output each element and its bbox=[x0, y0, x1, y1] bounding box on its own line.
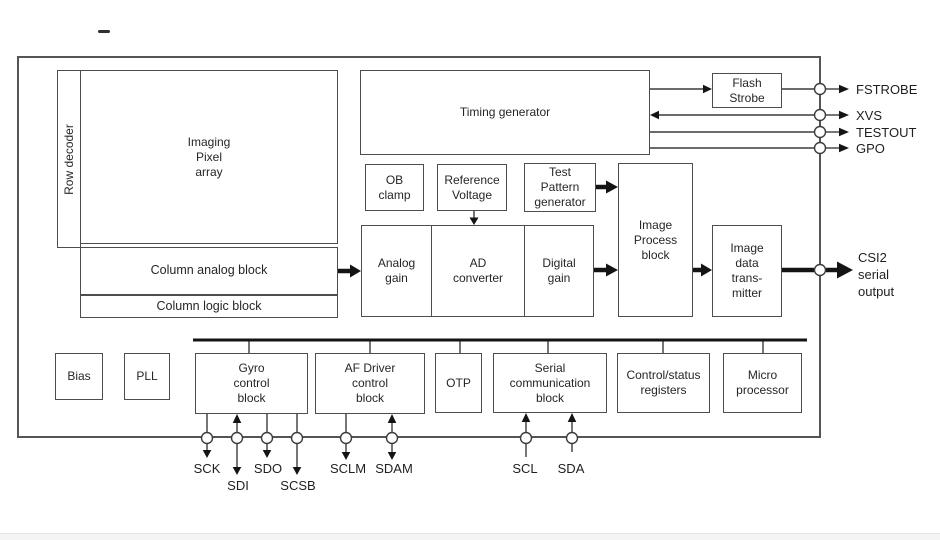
micro-processor-block: Micro processor bbox=[723, 353, 802, 413]
arrowhead-scsb-down bbox=[292, 467, 302, 475]
csi2-output-label: CSI2 serial output bbox=[858, 250, 895, 299]
image-data-transmitter-block: Image data trans- mitter bbox=[712, 225, 782, 317]
otp-block: OTP bbox=[435, 353, 482, 413]
arrowhead-csi2 bbox=[837, 261, 853, 279]
gpo-label: GPO bbox=[856, 141, 885, 156]
flash-strobe-block: Flash Strobe bbox=[712, 73, 782, 108]
sclm-label: SCLM bbox=[329, 461, 367, 476]
fstrobe-label: FSTROBE bbox=[856, 82, 918, 97]
arrowhead-sdi-down bbox=[232, 467, 242, 475]
image-process-block: Image Process block bbox=[618, 163, 693, 317]
scl-label: SCL bbox=[512, 461, 538, 476]
reference-voltage-block: Reference Voltage bbox=[437, 164, 507, 211]
analog-gain-block: Analog gain bbox=[361, 225, 432, 317]
chip-boundary-box bbox=[17, 56, 821, 438]
page-bottom-strip bbox=[0, 533, 940, 540]
ob-clamp-block: OB clamp bbox=[365, 164, 424, 211]
xvs-label: XVS bbox=[856, 108, 883, 123]
control-status-registers-block: Control/status registers bbox=[617, 353, 710, 413]
stray-dash-mark bbox=[98, 30, 110, 33]
sck-label: SCK bbox=[193, 461, 221, 476]
gyro-control-block: Gyro control block bbox=[195, 353, 308, 414]
digital-gain-block: Digital gain bbox=[524, 225, 594, 317]
af-driver-control-block: AF Driver control block bbox=[315, 353, 425, 414]
imaging-pixel-array-block: Imaging Pixel array bbox=[80, 70, 338, 244]
arrowhead-xvs bbox=[839, 110, 849, 120]
testout-label: TESTOUT bbox=[856, 125, 917, 140]
row-decoder-block: Row decoder bbox=[57, 70, 81, 248]
arrowhead-sdam-down bbox=[387, 452, 397, 460]
ad-converter-block: AD converter bbox=[432, 225, 524, 317]
pll-block: PLL bbox=[124, 353, 170, 400]
sdo-label: SDO bbox=[253, 461, 283, 476]
column-logic-block: Column logic block bbox=[80, 295, 338, 318]
arrowhead-testout bbox=[839, 127, 849, 137]
scsb-label: SCSB bbox=[280, 478, 316, 493]
sdam-label: SDAM bbox=[375, 461, 413, 476]
timing-generator-block: Timing generator bbox=[360, 70, 650, 155]
serial-communication-block: Serial communication block bbox=[493, 353, 607, 413]
arrowhead-gpo bbox=[839, 143, 849, 153]
arrowhead-sck-down bbox=[202, 450, 212, 458]
arrowhead-fstrobe bbox=[839, 84, 849, 94]
test-pattern-generator-block: Test Pattern generator bbox=[524, 163, 596, 212]
bias-block: Bias bbox=[55, 353, 103, 400]
sdi-label: SDI bbox=[227, 478, 249, 493]
row-decoder-label: Row decoder bbox=[61, 123, 76, 195]
arrowhead-sdo-down bbox=[262, 450, 272, 458]
arrowhead-sclm-down bbox=[341, 452, 351, 460]
column-analog-block: Column analog block bbox=[80, 247, 338, 295]
sda-label: SDA bbox=[557, 461, 585, 476]
